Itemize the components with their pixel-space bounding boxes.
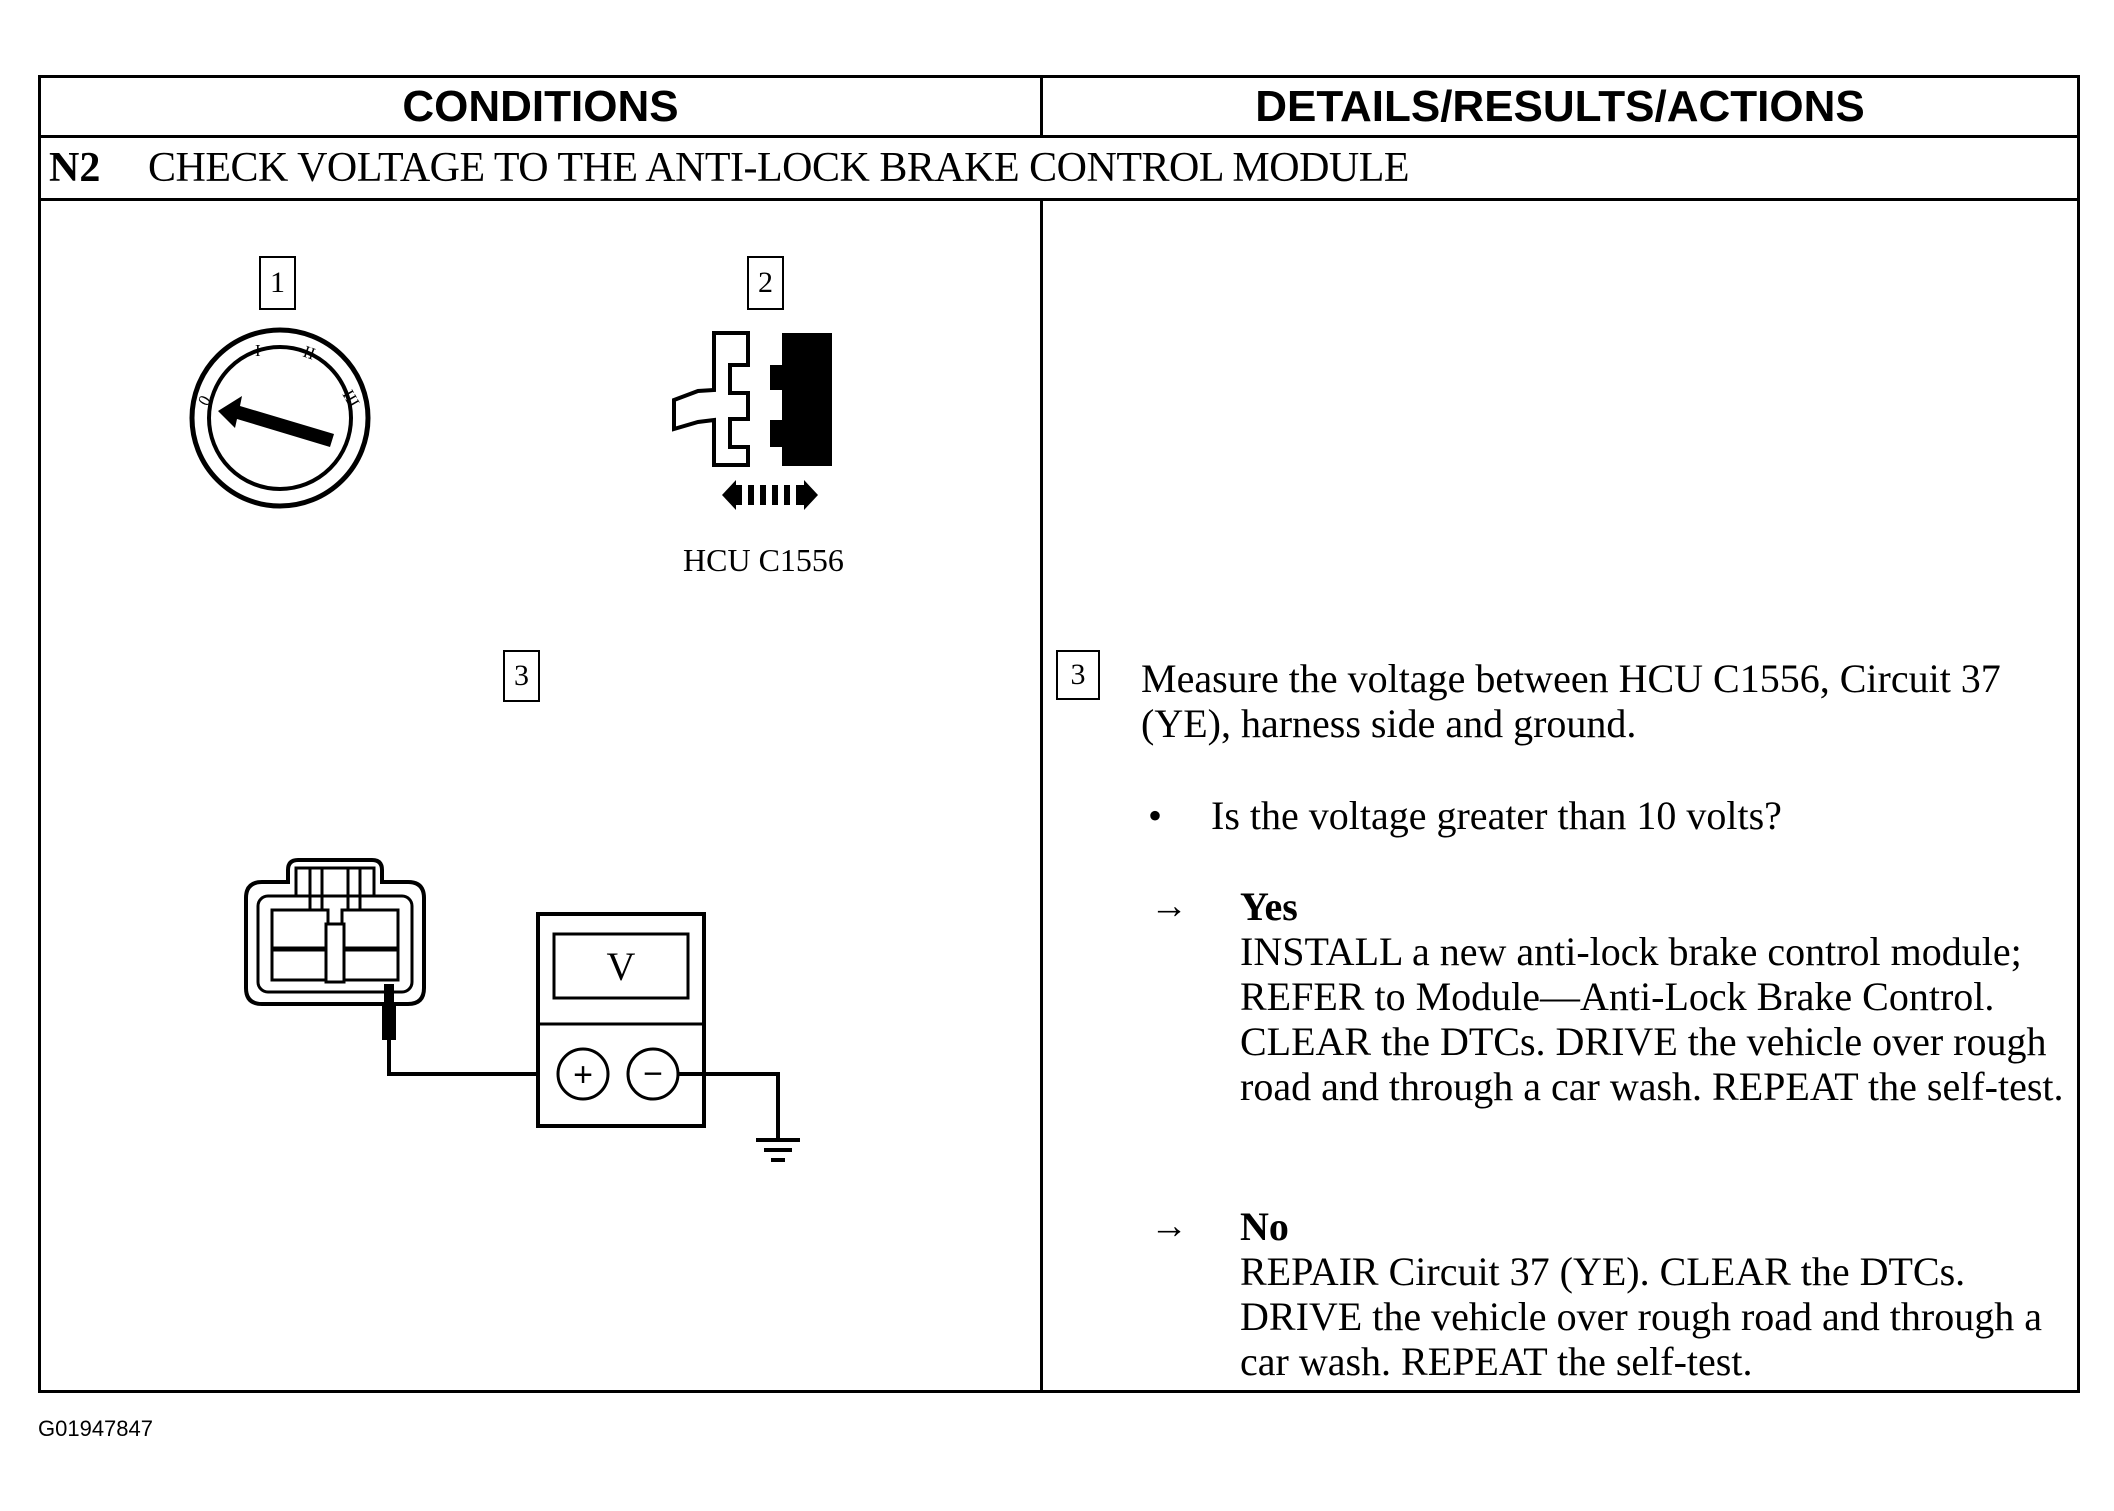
body-divider: [1040, 201, 1043, 1393]
callout-3-details: 3: [1056, 650, 1100, 700]
procedure-table: CONDITIONS DETAILS/RESULTS/ACTIONS N2 CH…: [38, 75, 2080, 1393]
connector-label: HCU C1556: [683, 542, 844, 578]
yes-arrow-icon: →: [1150, 885, 1188, 927]
header-divider: [1040, 78, 1043, 135]
step-row: N2 CHECK VOLTAGE TO THE ANTI-LOCK BRAKE …: [41, 138, 2077, 201]
question-bullet: •: [1148, 793, 1163, 838]
ignition-switch-icon: 0 I II III: [189, 327, 371, 509]
ground-symbol-icon: [756, 1138, 800, 1162]
no-label: No: [1240, 1204, 1289, 1249]
voltmeter-icon: V + −: [536, 912, 706, 1128]
instruction-text: Measure the voltage between HCU C1556, C…: [1141, 656, 2001, 746]
figure-id: G01947847: [38, 1416, 153, 1441]
details-header: DETAILS/RESULTS/ACTIONS: [1255, 81, 1865, 131]
conditions-header: CONDITIONS: [402, 81, 679, 131]
callout-2: 2: [747, 256, 784, 310]
question-text: Is the voltage greater than 10 volts?: [1211, 793, 1782, 838]
voltmeter-diagram: V + −: [244, 858, 800, 1162]
yes-text: INSTALL a new anti-lock brake control mo…: [1240, 929, 2064, 1109]
connector-disconnect-icon: [672, 331, 832, 510]
callout-3-figure: 3: [503, 650, 540, 702]
no-arrow-icon: →: [1150, 1205, 1188, 1247]
harness-connector-icon: [244, 858, 426, 1006]
no-text: REPAIR Circuit 37 (YE). CLEAR the DTCs. …: [1240, 1249, 2042, 1384]
meter-plus: +: [573, 1056, 593, 1094]
step-number: N2: [49, 145, 101, 191]
yes-label: Yes: [1240, 884, 1298, 929]
table-header-row: CONDITIONS DETAILS/RESULTS/ACTIONS: [41, 78, 2077, 138]
meter-label: V: [607, 944, 636, 989]
meter-minus: −: [643, 1055, 663, 1093]
callout-1: 1: [259, 256, 296, 310]
step-title: CHECK VOLTAGE TO THE ANTI-LOCK BRAKE CON…: [148, 145, 1410, 191]
ignition-position-1: I: [255, 341, 261, 360]
